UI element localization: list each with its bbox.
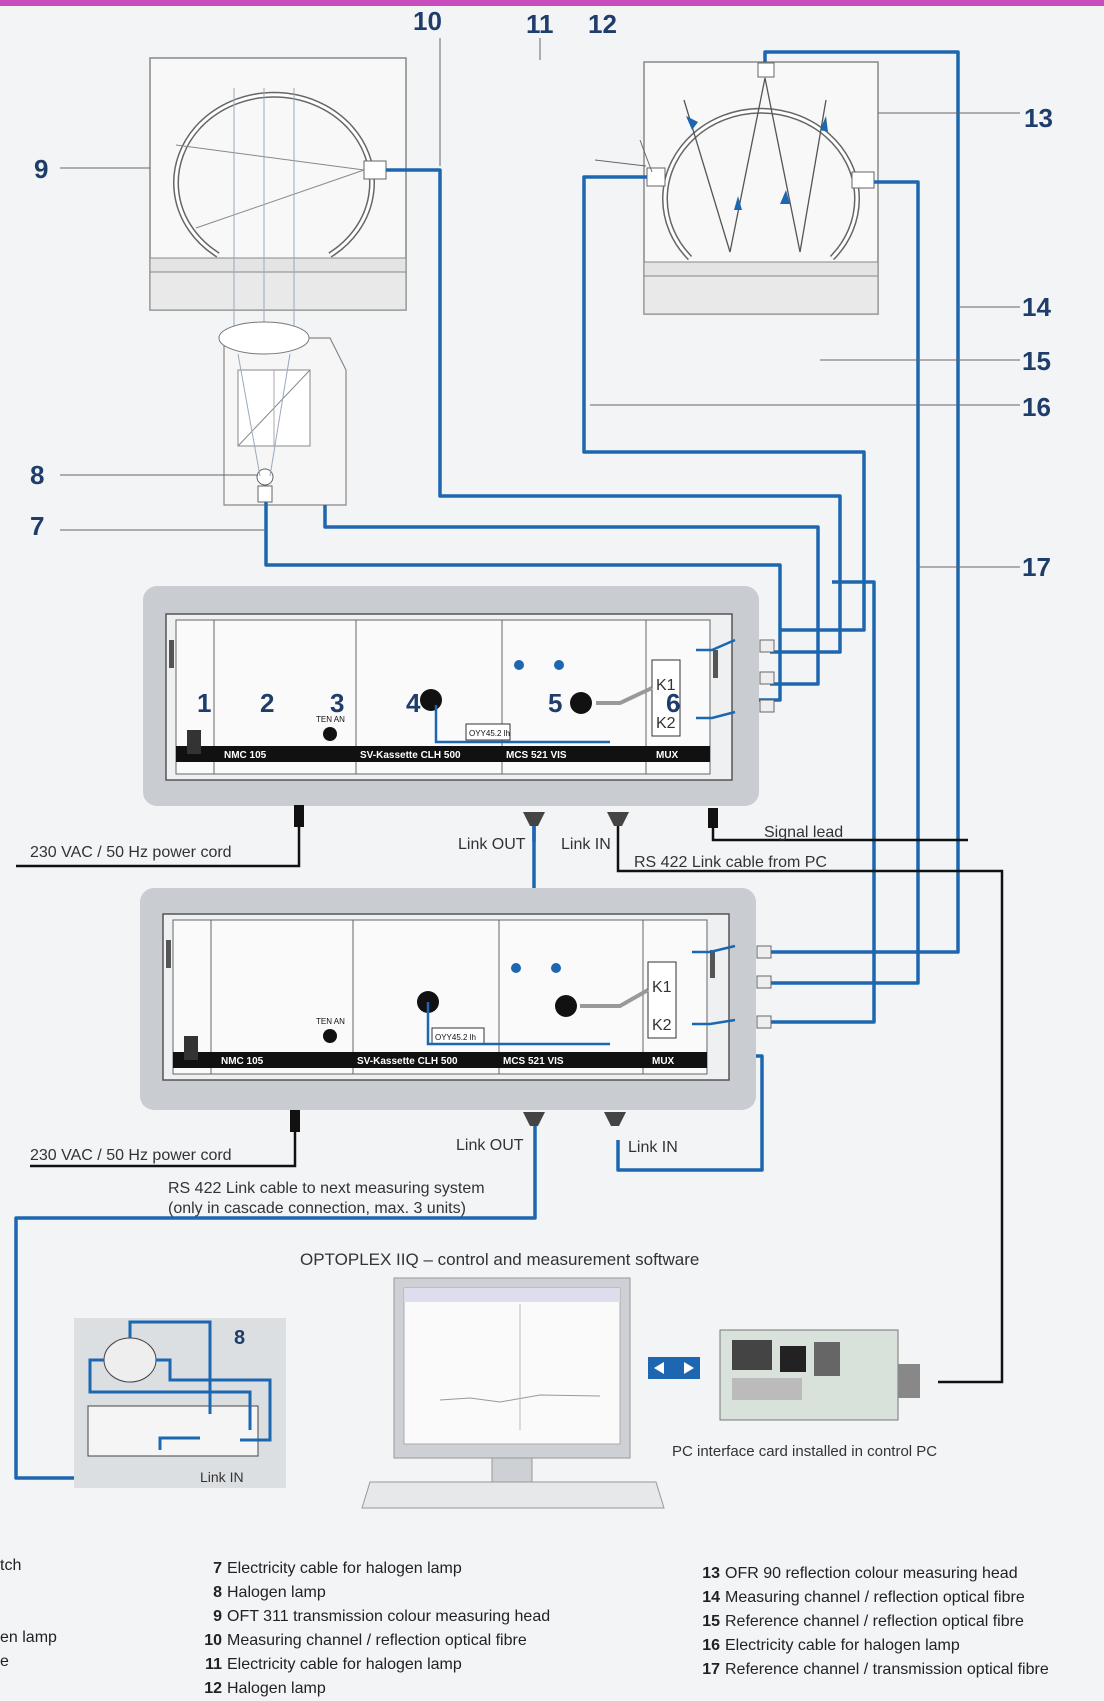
legend-left-cut: tch en lamp e <box>0 1554 57 1674</box>
software-label: OPTOPLEX IIQ – control and measurement s… <box>300 1250 699 1269</box>
link-in-1-label: Link IN <box>561 836 611 853</box>
unit1-oyn: OYY45.2 lh <box>469 729 510 738</box>
pc-interface-card <box>719 1329 920 1421</box>
rack-unit-1 <box>143 586 775 806</box>
rs422-next-label-2: (only in cascade connection, max. 3 unit… <box>168 1200 466 1217</box>
callout-12: 12 <box>588 9 617 39</box>
inset-callout-8: 8 <box>234 1327 245 1349</box>
unit1-k2: K2 <box>656 715 676 732</box>
unit1-module-mcs: MCS 521 VIS <box>506 750 567 761</box>
transmission-head <box>149 57 407 330</box>
unit2-module-mcs: MCS 521 VIS <box>503 1056 564 1067</box>
unit2-module-mux: MUX <box>652 1056 675 1067</box>
callout-3: 3 <box>330 688 344 718</box>
callout-14: 14 <box>1022 292 1051 322</box>
unit2-k1: K1 <box>652 979 672 996</box>
callout-5: 5 <box>548 688 562 718</box>
pc-monitor <box>361 1277 665 1509</box>
unit2-oyn: OYY45.2 lh <box>435 1033 476 1042</box>
inset-photo <box>74 1318 286 1488</box>
unit1-module-sv: SV-Kassette CLH 500 <box>360 750 461 761</box>
link-out-2-label: Link OUT <box>456 1137 524 1154</box>
unit1-k1: K1 <box>656 677 676 694</box>
reflection-head <box>643 61 879 315</box>
legend-left-cut-2: en lamp <box>0 1629 57 1646</box>
signal-lead-label: Signal lead <box>764 824 843 841</box>
top-accent-bar <box>0 0 1104 6</box>
callout-17: 17 <box>1022 552 1051 582</box>
callout-16: 16 <box>1022 392 1051 422</box>
callout-4: 4 <box>406 688 421 718</box>
lamp-housing <box>218 321 347 506</box>
unit1-tenan: TEN AN <box>316 715 345 724</box>
pc-card-label: PC interface card installed in control P… <box>672 1443 937 1460</box>
callout-9: 9 <box>34 154 48 184</box>
unit1-module-nmc: NMC 105 <box>224 750 267 761</box>
unit2-module-sv: SV-Kassette CLH 500 <box>357 1056 458 1067</box>
legend-left-cut-1: tch <box>0 1557 22 1574</box>
callout-7: 7 <box>30 511 44 541</box>
unit2-tenan: TEN AN <box>316 1017 345 1026</box>
callout-8: 8 <box>30 460 44 490</box>
data-transfer-icon <box>648 1357 700 1379</box>
legend-left-cut-3: e <box>0 1653 9 1670</box>
leader-lines <box>60 38 1020 568</box>
power-cord-2-label: 230 VAC / 50 Hz power cord <box>30 1147 232 1164</box>
callout-10: 10 <box>413 6 442 36</box>
callout-1: 1 <box>197 688 211 718</box>
unit2-module-nmc: NMC 105 <box>221 1056 264 1067</box>
power-cord-1-label: 230 VAC / 50 Hz power cord <box>30 844 232 861</box>
unit1-connectors <box>294 805 718 828</box>
unit2-k2: K2 <box>652 1017 672 1034</box>
callout-11: 11 <box>526 9 554 39</box>
rs422-next-label-1: RS 422 Link cable to next measuring syst… <box>168 1180 485 1197</box>
rs422-pc-label: RS 422 Link cable from PC <box>634 854 827 871</box>
rack-unit-2 <box>140 888 772 1110</box>
unit2-connectors <box>290 1110 626 1132</box>
callout-15: 15 <box>1022 346 1051 376</box>
callout-6: 6 <box>666 688 680 718</box>
callout-2: 2 <box>260 688 274 718</box>
inset-link-in-label: Link IN <box>200 1469 244 1485</box>
link-out-1-label: Link OUT <box>458 836 526 853</box>
unit1-module-mux: MUX <box>656 750 679 761</box>
callout-13: 13 <box>1024 103 1053 133</box>
link-in-2-label: Link IN <box>628 1139 678 1156</box>
